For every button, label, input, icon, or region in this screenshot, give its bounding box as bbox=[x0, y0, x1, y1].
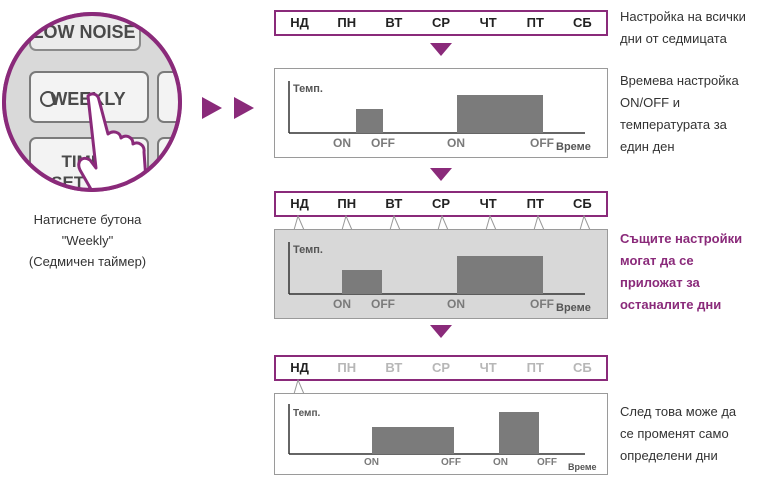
arrow-down-icon bbox=[430, 43, 452, 56]
step-4-line: се променят само bbox=[620, 426, 729, 441]
week-days-bar-all: НД ПН ВТ СР ЧТ ПТ СБ bbox=[274, 10, 608, 36]
temp-axis-label: Темп. bbox=[293, 408, 321, 419]
step-4-description: След това може да се променят само опред… bbox=[620, 401, 780, 467]
remote-control-illustration: OUTDOOR UNIT LOW NOISE WEEKLY TIMER SETT… bbox=[2, 7, 182, 192]
schedule-bar-1 bbox=[356, 109, 383, 133]
step-2-line: един ден bbox=[620, 139, 675, 154]
day-fri: ПТ bbox=[526, 15, 544, 30]
day-thu: ЧТ bbox=[479, 360, 497, 375]
day-connector-lines bbox=[293, 215, 591, 231]
day-thu: ЧТ bbox=[479, 196, 497, 211]
step-3-line: Същите настройки bbox=[620, 231, 743, 246]
press-weekly-caption: Натиснете бутона "Weekly" (Седмичен тайм… bbox=[0, 209, 175, 272]
off-label: OFF bbox=[537, 457, 557, 468]
day-mon: ПН bbox=[337, 15, 357, 30]
on-label: ON bbox=[333, 136, 351, 150]
time-axis-label: Време bbox=[568, 462, 597, 472]
week-days-bar-specific: НД ПН ВТ СР ЧТ ПТ СБ bbox=[274, 355, 608, 381]
off-label: OFF bbox=[530, 297, 554, 311]
on-label: ON bbox=[493, 457, 508, 468]
step-3-line: останалите дни bbox=[620, 297, 722, 312]
day-sat: СБ bbox=[573, 15, 592, 30]
arrow-right-icon bbox=[234, 97, 254, 119]
arrow-right-icon bbox=[202, 97, 222, 119]
day-wed: СР bbox=[431, 15, 451, 30]
step-1-line: Настройка на всички bbox=[620, 9, 746, 24]
caption-line-2: "Weekly" bbox=[61, 233, 114, 248]
off-label: OFF bbox=[371, 297, 395, 311]
arrow-down-icon bbox=[430, 168, 452, 181]
day-sun: НД bbox=[290, 15, 309, 30]
on-label: ON bbox=[447, 136, 465, 150]
step-1-line: дни от седмицата bbox=[620, 31, 727, 46]
off-label: OFF bbox=[530, 136, 554, 150]
week-days-bar-copy: НД ПН ВТ СР ЧТ ПТ СБ bbox=[274, 191, 608, 217]
day-mon: ПН bbox=[337, 196, 357, 211]
off-label: OFF bbox=[441, 457, 461, 468]
time-axis-label: Време bbox=[556, 302, 591, 314]
step-1-description: Настройка на всички дни от седмицата bbox=[620, 6, 780, 50]
on-label: ON bbox=[364, 457, 379, 468]
day-tue: ВТ bbox=[385, 196, 403, 211]
day-wed: СР bbox=[431, 360, 451, 375]
time-axis-label: Време bbox=[556, 141, 591, 153]
on-label: ON bbox=[447, 297, 465, 311]
step-4-line: След това може да bbox=[620, 404, 737, 419]
day-sat: СБ bbox=[573, 196, 592, 211]
temp-axis-label: Темп. bbox=[293, 83, 323, 95]
day-thu: ЧТ bbox=[479, 15, 497, 30]
day-sun: НД bbox=[290, 360, 309, 375]
schedule-chart-2: Темп. ON OFF ON OFF Време bbox=[274, 229, 608, 319]
schedule-bar-2 bbox=[457, 256, 543, 294]
step-2-description: Времева настройка ON/OFF и температурата… bbox=[620, 70, 780, 158]
on-label: ON bbox=[333, 297, 351, 311]
schedule-bar-1 bbox=[372, 427, 454, 454]
off-label: OFF bbox=[371, 136, 395, 150]
step-2-line: Времева настройка bbox=[620, 73, 739, 88]
step-4-line: определени дни bbox=[620, 448, 718, 463]
outdoor-unit-label: OUTDOOR UNIT bbox=[42, 7, 127, 19]
day-sun: НД bbox=[290, 196, 309, 211]
day-fri: ПТ bbox=[526, 360, 544, 375]
schedule-chart-3: Темп. ON OFF ON OFF Време bbox=[274, 393, 608, 475]
schedule-chart-1: Темп. ON OFF ON OFF Време bbox=[274, 68, 608, 158]
day-wed: СР bbox=[431, 196, 451, 211]
day-fri: ПТ bbox=[526, 196, 544, 211]
temp-axis-label: Темп. bbox=[293, 244, 323, 256]
low-noise-label: LOW NOISE bbox=[33, 22, 136, 42]
step-3-line: приложат за bbox=[620, 275, 700, 290]
day-tue: ВТ bbox=[385, 15, 403, 30]
day-mon: ПН bbox=[337, 360, 357, 375]
schedule-bar-2 bbox=[457, 95, 543, 133]
day-connector-line bbox=[293, 379, 305, 395]
step-2-line: ON/OFF и bbox=[620, 95, 680, 110]
arrow-down-icon bbox=[430, 325, 452, 338]
step-3-description: Същите настройки могат да се приложат за… bbox=[620, 228, 780, 316]
step-2-line: температурата за bbox=[620, 117, 727, 132]
day-sat: СБ bbox=[573, 360, 592, 375]
step-3-line: могат да се bbox=[620, 253, 694, 268]
day-tue: ВТ bbox=[385, 360, 403, 375]
schedule-bar-2 bbox=[499, 412, 539, 454]
schedule-bar-1 bbox=[342, 270, 382, 294]
caption-line-1: Натиснете бутона bbox=[33, 212, 142, 227]
caption-line-3: (Седмичен таймер) bbox=[28, 254, 147, 269]
